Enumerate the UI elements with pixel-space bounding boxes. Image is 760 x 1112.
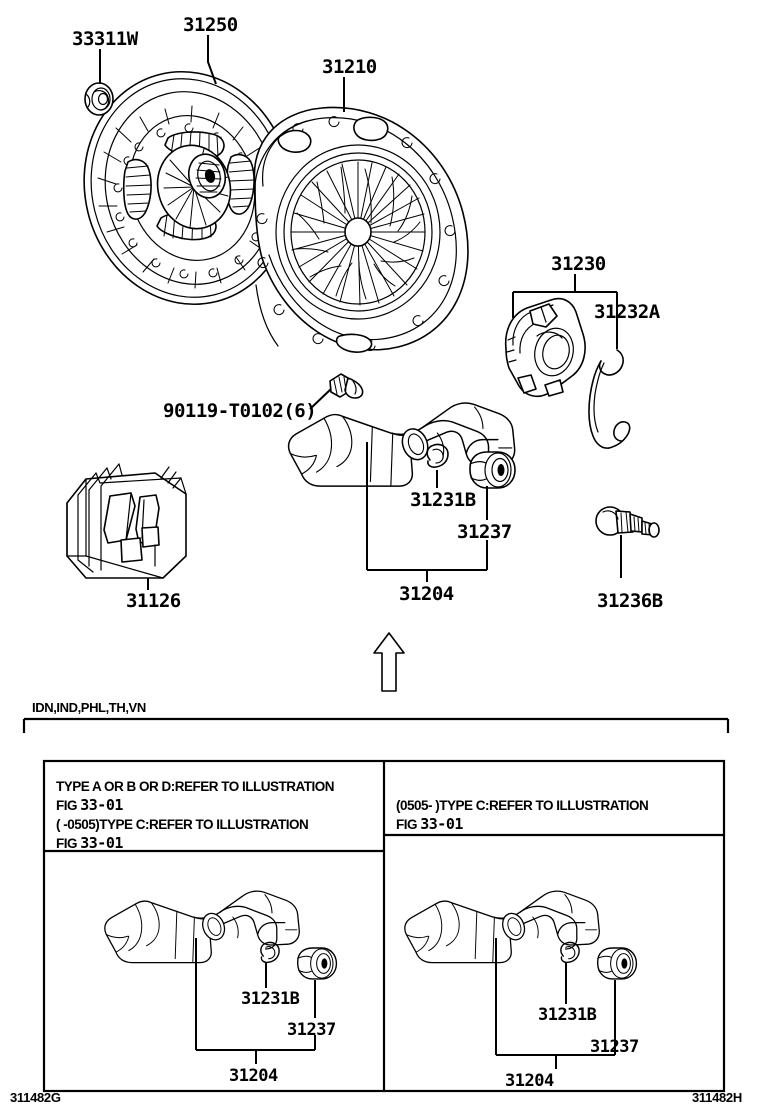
panel-left-callout-31204: 31204 <box>229 1066 278 1086</box>
fork-panel-right-art <box>404 890 600 964</box>
variant-table-frame <box>42 759 726 1093</box>
note-r-line-2-fig: 33-01 <box>420 815 463 833</box>
callout-33311w: 33311W <box>72 28 138 50</box>
callout-31126: 31126 <box>126 590 181 612</box>
callout-31250: 31250 <box>183 14 238 36</box>
pilot-bearing-art <box>84 82 114 116</box>
bolt-90119-art <box>329 373 364 399</box>
release-bearing-art <box>504 297 586 398</box>
note-line-2-pre: FIG <box>56 798 81 813</box>
region-label: IDN,IND,PHL,TH,VN <box>32 700 146 715</box>
leader-lines-main <box>99 35 622 590</box>
variant-note-left: TYPE A OR B OR D:REFER TO ILLUSTRATION F… <box>56 777 335 853</box>
clutch-cover-art <box>253 106 469 353</box>
note-r-line-2-pre: FIG <box>396 817 421 832</box>
callout-31237: 31237 <box>457 521 512 543</box>
footer-code-left: 311482G <box>10 1090 61 1105</box>
leader-lines-left-panel <box>195 938 316 1064</box>
footer-code-right: 311482H <box>692 1090 742 1105</box>
note-line-4-fig: 33-01 <box>80 834 123 852</box>
panel-left-callout-31231b: 31231B <box>241 989 300 1009</box>
clutch-housing-cover-art <box>66 463 187 579</box>
note-line-2-fig: 33-01 <box>80 796 123 814</box>
note-line-3: ( -0505)TYPE C:REFER TO ILLUSTRATION <box>56 817 309 832</box>
region-bracket <box>22 717 730 733</box>
callout-31231b: 31231B <box>410 489 476 511</box>
panel-right-callout-31237: 31237 <box>590 1037 639 1057</box>
callout-31236b: 31236B <box>597 590 663 612</box>
fork-support-bolt-art <box>595 506 660 538</box>
variant-note-right: (0505- )TYPE C:REFER TO ILLUSTRATION FIG… <box>396 796 649 834</box>
panel-right-callout-31204: 31204 <box>505 1071 554 1091</box>
fork-clip-main-art <box>426 443 449 468</box>
callout-31232a: 31232A <box>594 301 660 323</box>
note-r-line-1: (0505- )TYPE C:REFER TO ILLUSTRATION <box>396 798 649 813</box>
callout-90119: 90119-T0102(6) <box>163 400 317 422</box>
note-line-1: TYPE A OR B OR D:REFER TO ILLUSTRATION <box>56 779 335 794</box>
fork-bushing-main-art <box>469 451 516 489</box>
callout-31230: 31230 <box>551 253 606 275</box>
callout-31210: 31210 <box>322 56 377 78</box>
fork-bushing-left-art <box>297 947 338 980</box>
up-arrow-icon <box>373 632 405 692</box>
leader-lines-right-panel <box>495 938 616 1069</box>
fork-bushing-right-art <box>597 947 638 980</box>
callout-31204: 31204 <box>399 583 454 605</box>
release-bearing-clip-art <box>588 349 631 449</box>
panel-left-callout-31237: 31237 <box>287 1020 336 1040</box>
panel-right-callout-31231b: 31231B <box>538 1005 597 1025</box>
fork-panel-left-art <box>104 890 300 964</box>
note-line-4-pre: FIG <box>56 836 81 851</box>
clutch-disc-art <box>83 70 293 306</box>
